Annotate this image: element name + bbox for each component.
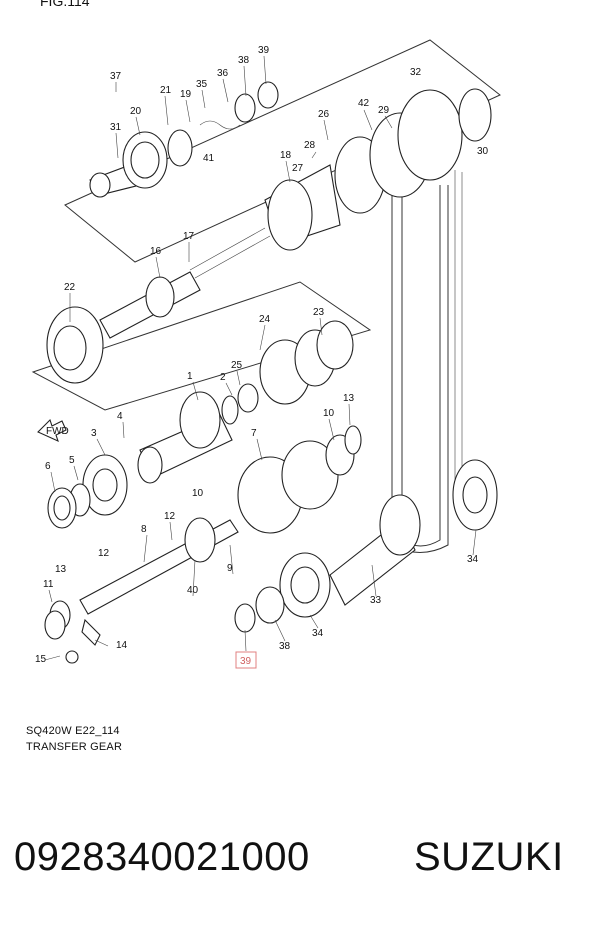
- figure-header: FIG.114: [40, 0, 90, 9]
- gear-7-10-13: [237, 425, 362, 534]
- callout-10: 10: [323, 408, 335, 419]
- highlight-box: [235, 651, 257, 669]
- callout-18: 18: [280, 150, 292, 161]
- callout-36: 36: [217, 68, 229, 79]
- callout-31: 31: [110, 122, 122, 133]
- upper-panel: [64, 39, 501, 263]
- callout-8: 8: [141, 524, 147, 535]
- callout-9: 9: [227, 563, 233, 574]
- callout-12b: 12: [98, 548, 110, 559]
- callout-25: 25: [231, 360, 243, 371]
- callout-34b: 34: [312, 628, 324, 639]
- figure-code: SQ420W E22_114: [26, 725, 120, 737]
- callout-16: 16: [150, 246, 162, 257]
- bearing-5-6: [47, 454, 128, 529]
- brand-name: SUZUKI: [414, 835, 564, 879]
- callout-30: 30: [477, 146, 489, 157]
- callout-38: 38: [238, 55, 250, 66]
- gear-23-24-25: [237, 320, 354, 413]
- exploded-parts-diagram: FIG.114: [26, 0, 501, 753]
- callout-7: 7: [251, 428, 257, 439]
- callout-24: 24: [259, 314, 271, 325]
- callout-32: 32: [410, 67, 422, 78]
- callout-39: 39: [258, 45, 270, 56]
- callout-29: 29: [378, 105, 390, 116]
- figure-title: TRANSFER GEAR: [26, 741, 123, 753]
- callout-12: 12: [164, 511, 176, 522]
- bearing-34-38-39: [234, 552, 331, 633]
- callout-17: 17: [183, 231, 195, 242]
- fwd-arrow-icon: FWD: [37, 418, 69, 443]
- caption-strip: [0, 775, 600, 932]
- callout-23: 23: [313, 307, 325, 318]
- part-number: 0928340021000: [14, 835, 310, 879]
- callout-22: 22: [64, 282, 76, 293]
- callout-3: 3: [91, 428, 97, 439]
- callout-13: 13: [343, 393, 355, 404]
- callout-10b: 10: [192, 488, 204, 499]
- shaft-8: [44, 517, 239, 664]
- callout-27: 27: [292, 163, 304, 174]
- callout-14: 14: [116, 640, 128, 651]
- callout-2: 2: [220, 372, 226, 383]
- callout-33: 33: [370, 595, 382, 606]
- callout-26: 26: [318, 109, 330, 120]
- callout-40: 40: [187, 585, 199, 596]
- callout-1: 1: [187, 371, 193, 382]
- callout-35: 35: [196, 79, 208, 90]
- callout-15: 15: [35, 654, 47, 665]
- callout-4: 4: [117, 411, 123, 422]
- callout-28: 28: [304, 140, 316, 151]
- callout-41: 41: [203, 153, 215, 164]
- output-shaft-assembly: [89, 81, 492, 279]
- callout-39-highlighted: 39: [240, 656, 252, 667]
- callout-21: 21: [160, 85, 172, 96]
- callout-5: 5: [69, 455, 75, 466]
- callout-11: 11: [43, 579, 54, 590]
- callout-6: 6: [45, 461, 51, 472]
- shaft-1: [137, 391, 239, 484]
- diagram-svg: FWD 37 21 19 35 36 38 39 20 31 41 32 42 …: [31, 39, 501, 669]
- callout-13b: 13: [55, 564, 67, 575]
- gear-16-22: [46, 271, 201, 384]
- callout-37: 37: [110, 71, 122, 82]
- callout-20: 20: [130, 106, 142, 117]
- svg-text:FWD: FWD: [46, 426, 69, 437]
- callout-38b: 38: [279, 641, 291, 652]
- callout-19: 19: [180, 89, 192, 100]
- middle-panel: [31, 281, 372, 411]
- callout-34: 34: [467, 554, 479, 565]
- shaft-33: [329, 459, 498, 606]
- callout-42: 42: [358, 98, 370, 109]
